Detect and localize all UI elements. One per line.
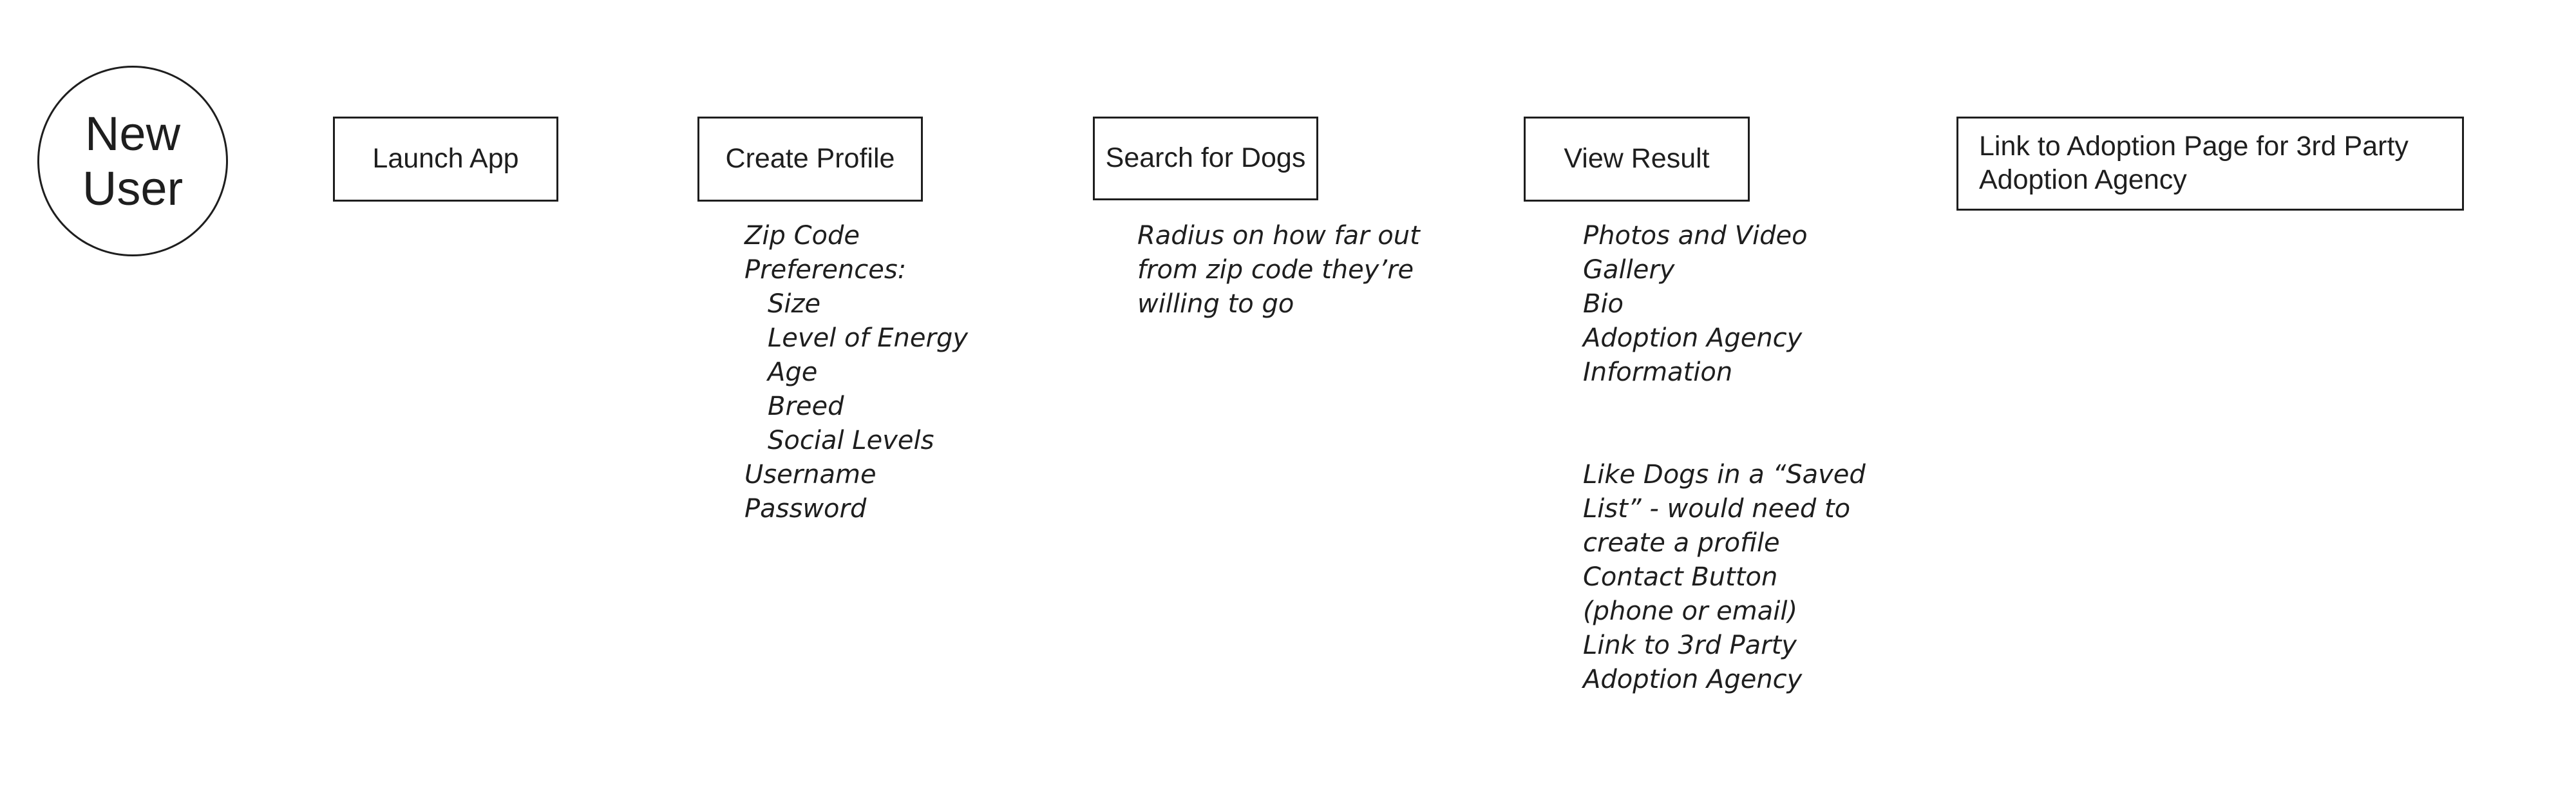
search-for-dogs-step: Search for Dogs	[1093, 117, 1318, 200]
note-password: Password	[744, 494, 867, 524]
note-breed: Breed	[768, 392, 844, 421]
note-username: Username	[744, 460, 876, 490]
note-detail-line: Gallery	[1583, 255, 1675, 285]
search-notes: Radius on how far out from zip code they…	[1137, 219, 1420, 321]
note-zip-code: Zip Code	[744, 221, 860, 251]
note-level-of-energy: Level of Energy	[768, 323, 969, 353]
note-detail-line: Photos and Video	[1583, 221, 1808, 251]
note-action-line: (phone or email)	[1583, 596, 1798, 626]
create-profile-notes: Zip Code Preferences: Size Level of Ener…	[744, 219, 968, 526]
note-search-line: from zip code they’re	[1137, 255, 1414, 285]
note-social-levels: Social Levels	[768, 426, 934, 455]
note-age: Age	[768, 357, 818, 387]
note-action-line: List” - would need to	[1583, 494, 1851, 524]
adoption-page-link-step: Link to Adoption Page for 3rd Party Adop…	[1956, 117, 2464, 211]
note-detail-line: Information	[1583, 357, 1733, 387]
note-action-line: Link to 3rd Party	[1583, 631, 1797, 660]
view-result-details-notes: Photos and Video Gallery Bio Adoption Ag…	[1583, 219, 1808, 390]
note-action-line: Like Dogs in a “Saved	[1583, 460, 1866, 490]
note-search-line: willing to go	[1137, 289, 1294, 319]
launch-app-label: Launch App	[372, 143, 519, 175]
note-action-line: Adoption Agency	[1583, 665, 1803, 694]
note-size: Size	[768, 289, 821, 319]
launch-app-step: Launch App	[333, 117, 558, 202]
note-preferences: Preferences:	[744, 255, 907, 285]
view-result-label: View Result	[1564, 143, 1710, 175]
search-for-dogs-label: Search for Dogs	[1105, 142, 1306, 174]
create-profile-step: Create Profile	[697, 117, 923, 202]
note-detail-line: Bio	[1583, 289, 1624, 319]
view-result-actions-notes: Like Dogs in a “Saved List” - would need…	[1583, 458, 1866, 697]
note-detail-line: Adoption Agency	[1583, 323, 1803, 353]
new-user-label: New User	[82, 106, 184, 215]
note-action-line: Contact Button	[1583, 562, 1778, 592]
create-profile-label: Create Profile	[725, 143, 895, 175]
view-result-step: View Result	[1524, 117, 1750, 202]
note-search-line: Radius on how far out	[1137, 221, 1420, 251]
note-action-line: create a profile	[1583, 528, 1780, 558]
adoption-page-link-label: Link to Adoption Page for 3rd Party Adop…	[1979, 131, 2409, 195]
new-user-start-node: New User	[37, 66, 228, 256]
